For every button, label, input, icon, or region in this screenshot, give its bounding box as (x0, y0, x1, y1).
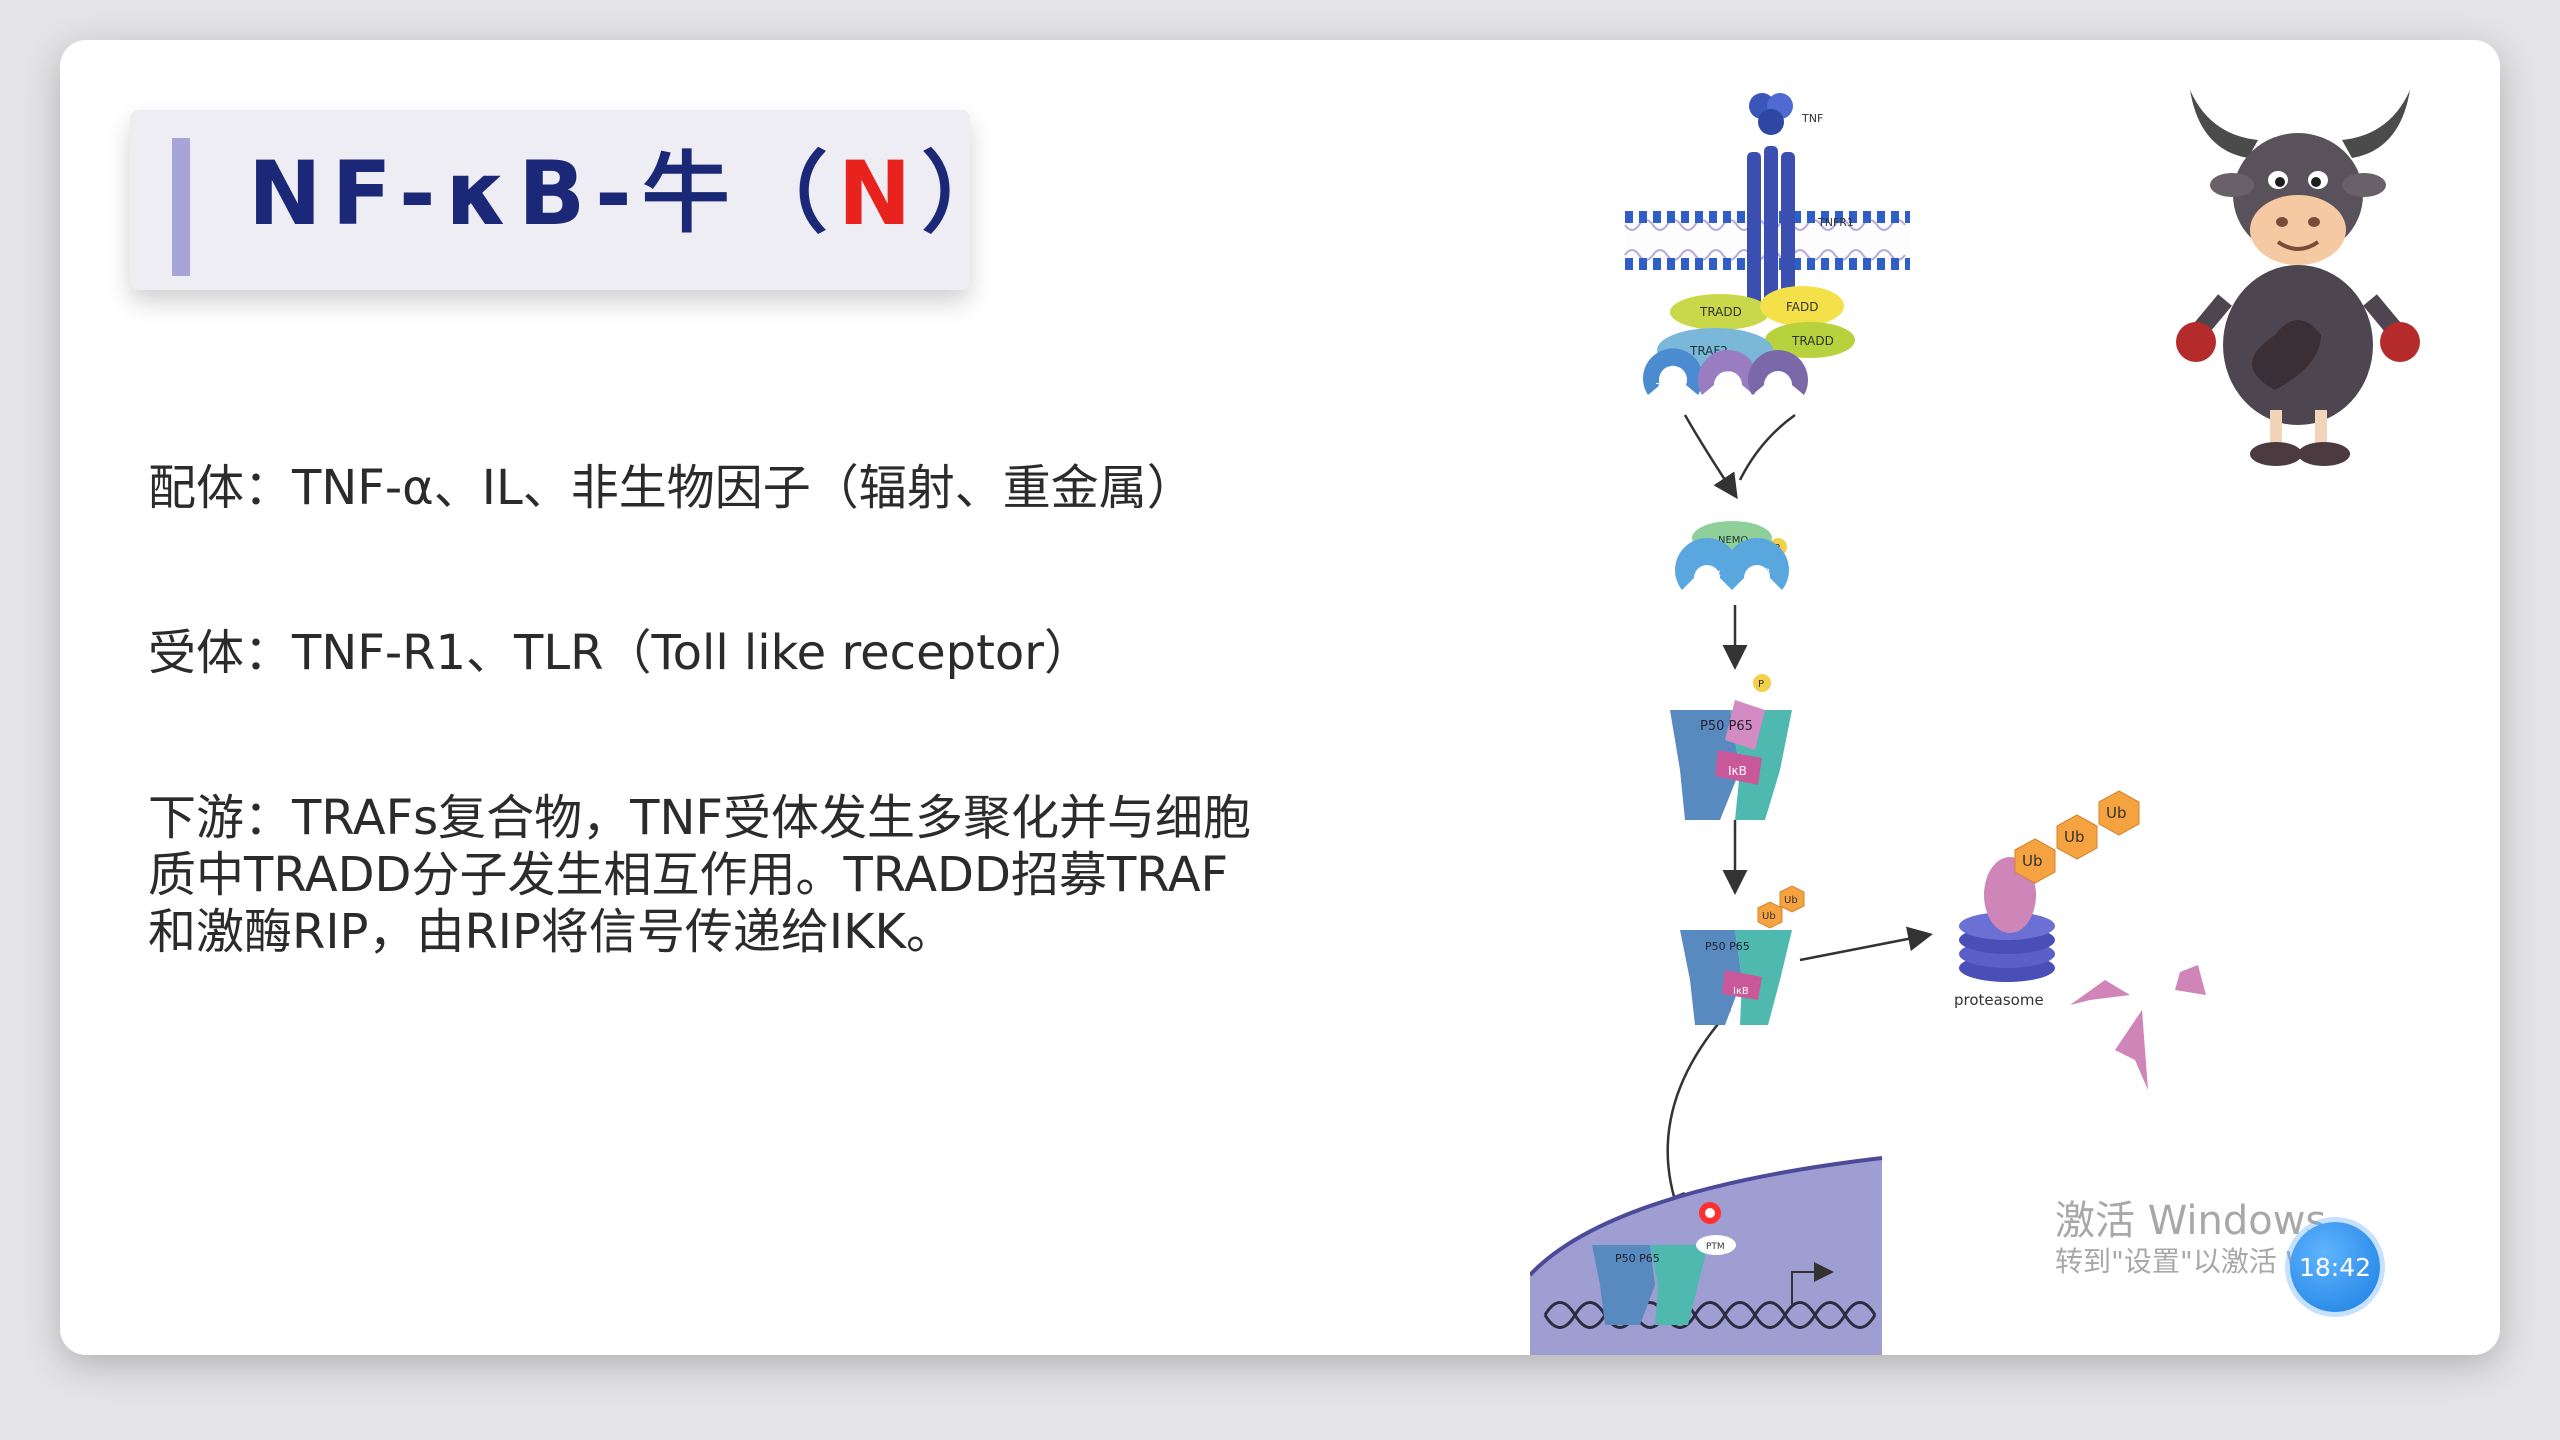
activation-watermark-title: 激活 Windows (2055, 1198, 2327, 1244)
nucleus: P50 P65 PTM (1530, 1156, 1883, 1355)
degraded-ikb-fragments (2070, 965, 2206, 1090)
tradd2-label: TRADD (1791, 334, 1834, 348)
slide: NF-κB-牛（N） 配体：TNF-α、IL、非生物因子（辐射、重金属） 受体：… (60, 40, 2500, 1355)
tnfr1-label: TNFR1 (1817, 216, 1854, 229)
tnf-ligand: TNF (1749, 93, 1823, 135)
downstream-line: 和激酶RIP，由RIP将信号传递给IKK。 (148, 904, 955, 960)
downstream-paragraph: 下游：TRAFs复合物，TNF受体发生多聚化并与细胞 质中TRADD分子发生相互… (148, 790, 1251, 961)
clock-badge[interactable]: 18:42 (2290, 1222, 2380, 1312)
nfkb-ikb-complex: P P50 P65 IκB (1670, 674, 1792, 820)
tradd-label: TRADD (1699, 305, 1742, 319)
ikkb-label: IKKβ (1748, 568, 1770, 579)
taa-label: TAA1 (1655, 382, 1682, 393)
p50p65-label: P50 P65 (1700, 719, 1753, 734)
ligand-text: 配体：TNF-α、IL、非生物因子（辐射、重金属） (148, 460, 1195, 516)
ikk-complex: NEMO P IKKα IKKβ (1675, 521, 1789, 590)
ikka-label: IKKα (1698, 568, 1721, 579)
title-suffix: ） (921, 142, 1020, 245)
ub-small-2: Ub (1784, 895, 1798, 906)
title-card: NF-κB-牛（N） (130, 110, 1009, 290)
ub-small-1: Ub (1762, 911, 1776, 922)
title-prefix: NF-κB-牛（ (248, 142, 838, 245)
p50p65-nucleus-label: P50 P65 (1615, 1252, 1660, 1265)
cow-mascot (2176, 90, 2420, 466)
title-highlight: N (837, 142, 922, 245)
downstream-line: 质中TRADD分子发生相互作用。TRADD招募TRAF (148, 847, 1229, 903)
fadd-label: FADD (1786, 300, 1819, 314)
ikb-label: IκB (1728, 764, 1747, 778)
tnf-label: TNF (1801, 112, 1823, 125)
p50p65-ub-label: P50 P65 (1705, 940, 1750, 953)
ub-label-3: Ub (2106, 804, 2127, 822)
title-accent-bar (172, 138, 190, 276)
downstream-line: 下游：TRAFs复合物，TNF受体发生多聚化并与细胞 (148, 790, 1252, 846)
ub-label-2: Ub (2064, 828, 2085, 846)
nfkb-pathway-diagram: TNF TNFR1 TRADD FADD TRADD TRAF2 TAA1 RI… (1530, 93, 2206, 1355)
proteasome: Ub Ub Ub proteasome (1954, 790, 2140, 1009)
ub-label-1: Ub (2022, 852, 2043, 870)
nemo-label: NEMO (1718, 535, 1748, 546)
tnfr1-receptor: TNFR1 (1747, 146, 1854, 317)
slide-title: NF-κB-牛（N） (248, 145, 1019, 243)
ikb-ub-label: IκB (1733, 986, 1749, 997)
receptor-text: 受体：TNF-R1、TLR（Toll like receptor） (148, 625, 1092, 681)
ptm-label: PTM (1706, 1242, 1725, 1252)
proteasome-label: proteasome (1954, 991, 2044, 1009)
ubiquitinated-complex: P50 P65 IκB Ub Ub (1680, 885, 1805, 1025)
ikb-phospho-label: P (1758, 679, 1764, 690)
arrows (1661, 413, 1933, 1220)
rip-label: RIP (1720, 380, 1736, 391)
adaptor-complex: TRADD FADD TRADD TRAF2 TAA1 RIP (1643, 286, 1855, 395)
